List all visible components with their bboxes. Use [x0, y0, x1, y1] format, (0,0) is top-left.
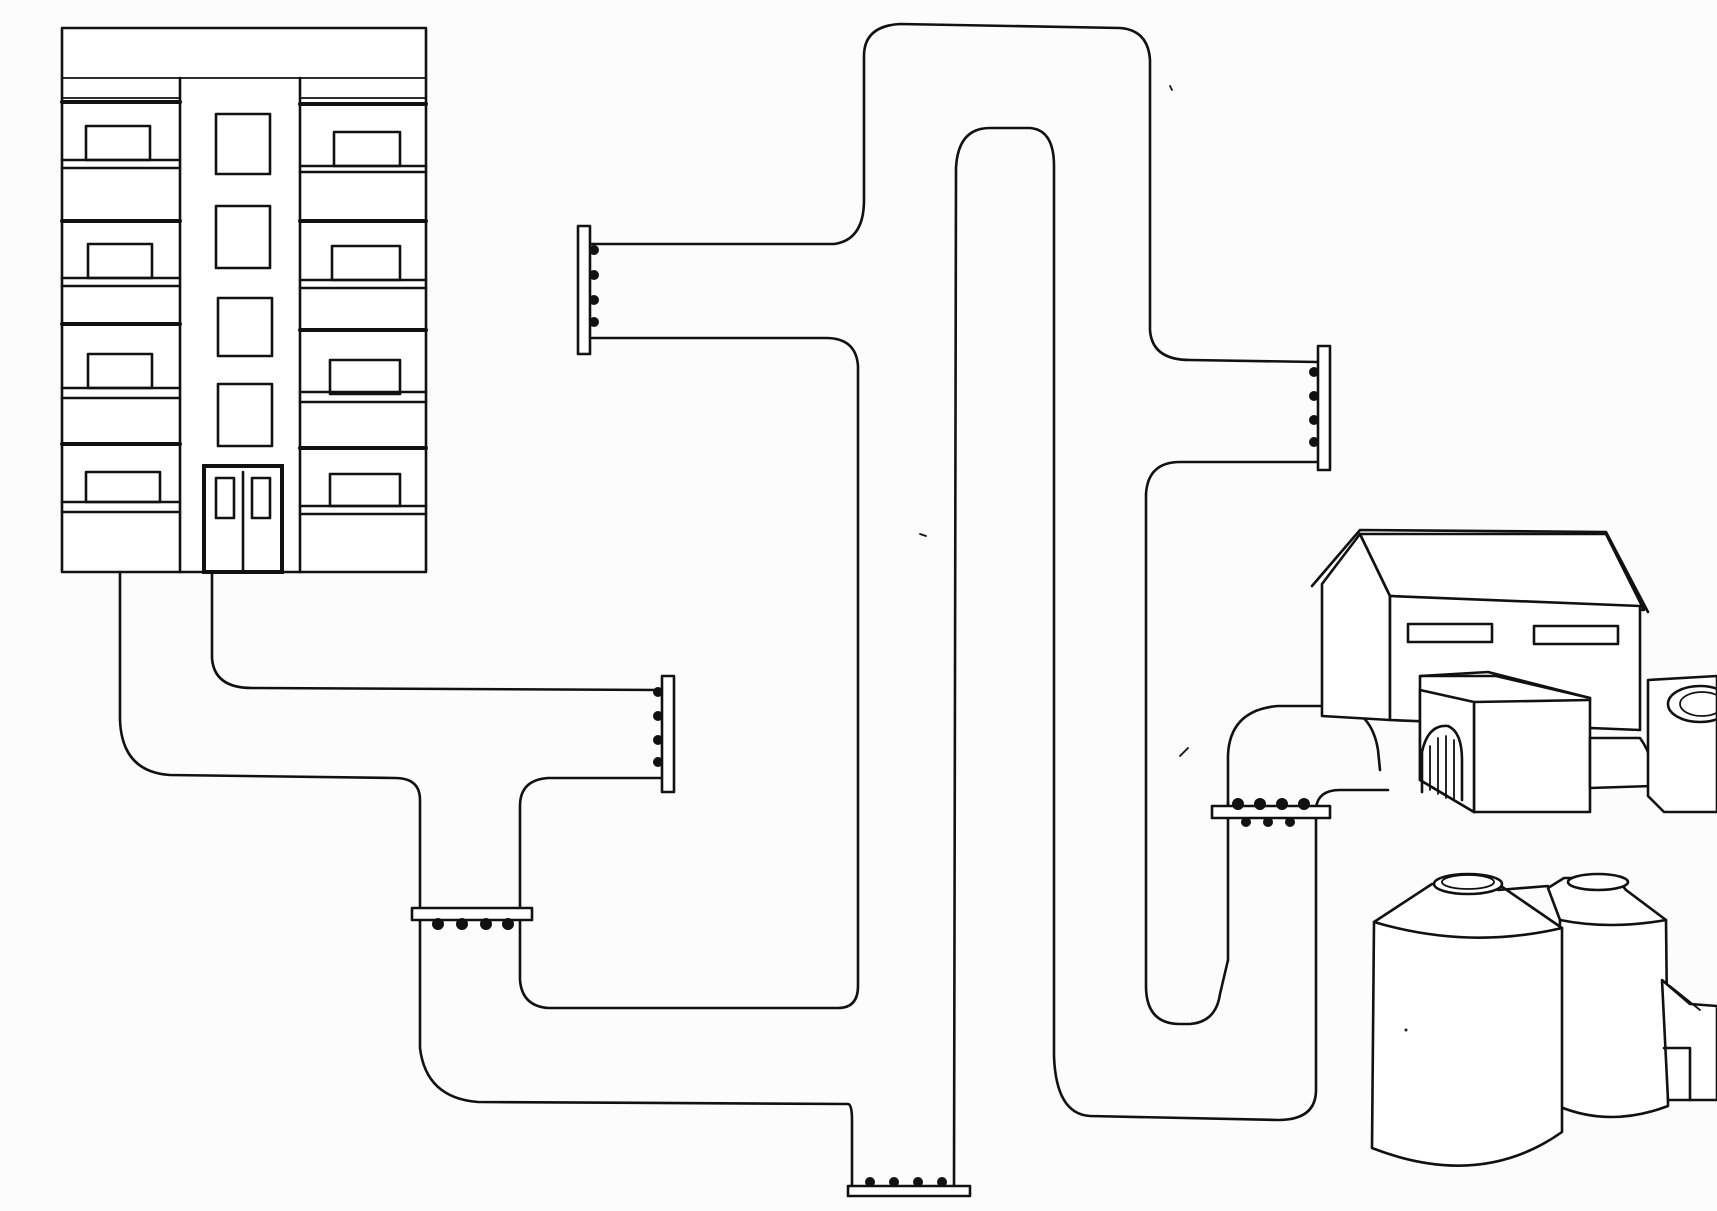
storage-tank-front [1370, 872, 1564, 1167]
storage-tanks [1370, 872, 1717, 1167]
plant-inlet-box [1418, 670, 1592, 814]
flange-plant [1210, 798, 1332, 827]
stair-tower-windows [214, 112, 274, 448]
storage-tank-rear [1546, 872, 1670, 1119]
flange-horizontal-left [410, 906, 534, 930]
flange-right [1309, 344, 1332, 472]
flange-bottom [846, 1177, 972, 1198]
flange-upper-left [576, 224, 599, 356]
flange-middle-left [653, 674, 676, 794]
apartment-building [60, 26, 428, 574]
storage-shed [1660, 978, 1717, 1102]
pipe-flanges [410, 224, 1332, 1198]
pen-marks [919, 85, 1408, 1032]
entrance-door [202, 464, 284, 574]
sewer-pipe-network [118, 22, 1390, 1188]
building-windows [84, 124, 402, 508]
plant-round-unit [1646, 674, 1717, 814]
treatment-plant [1310, 528, 1717, 814]
